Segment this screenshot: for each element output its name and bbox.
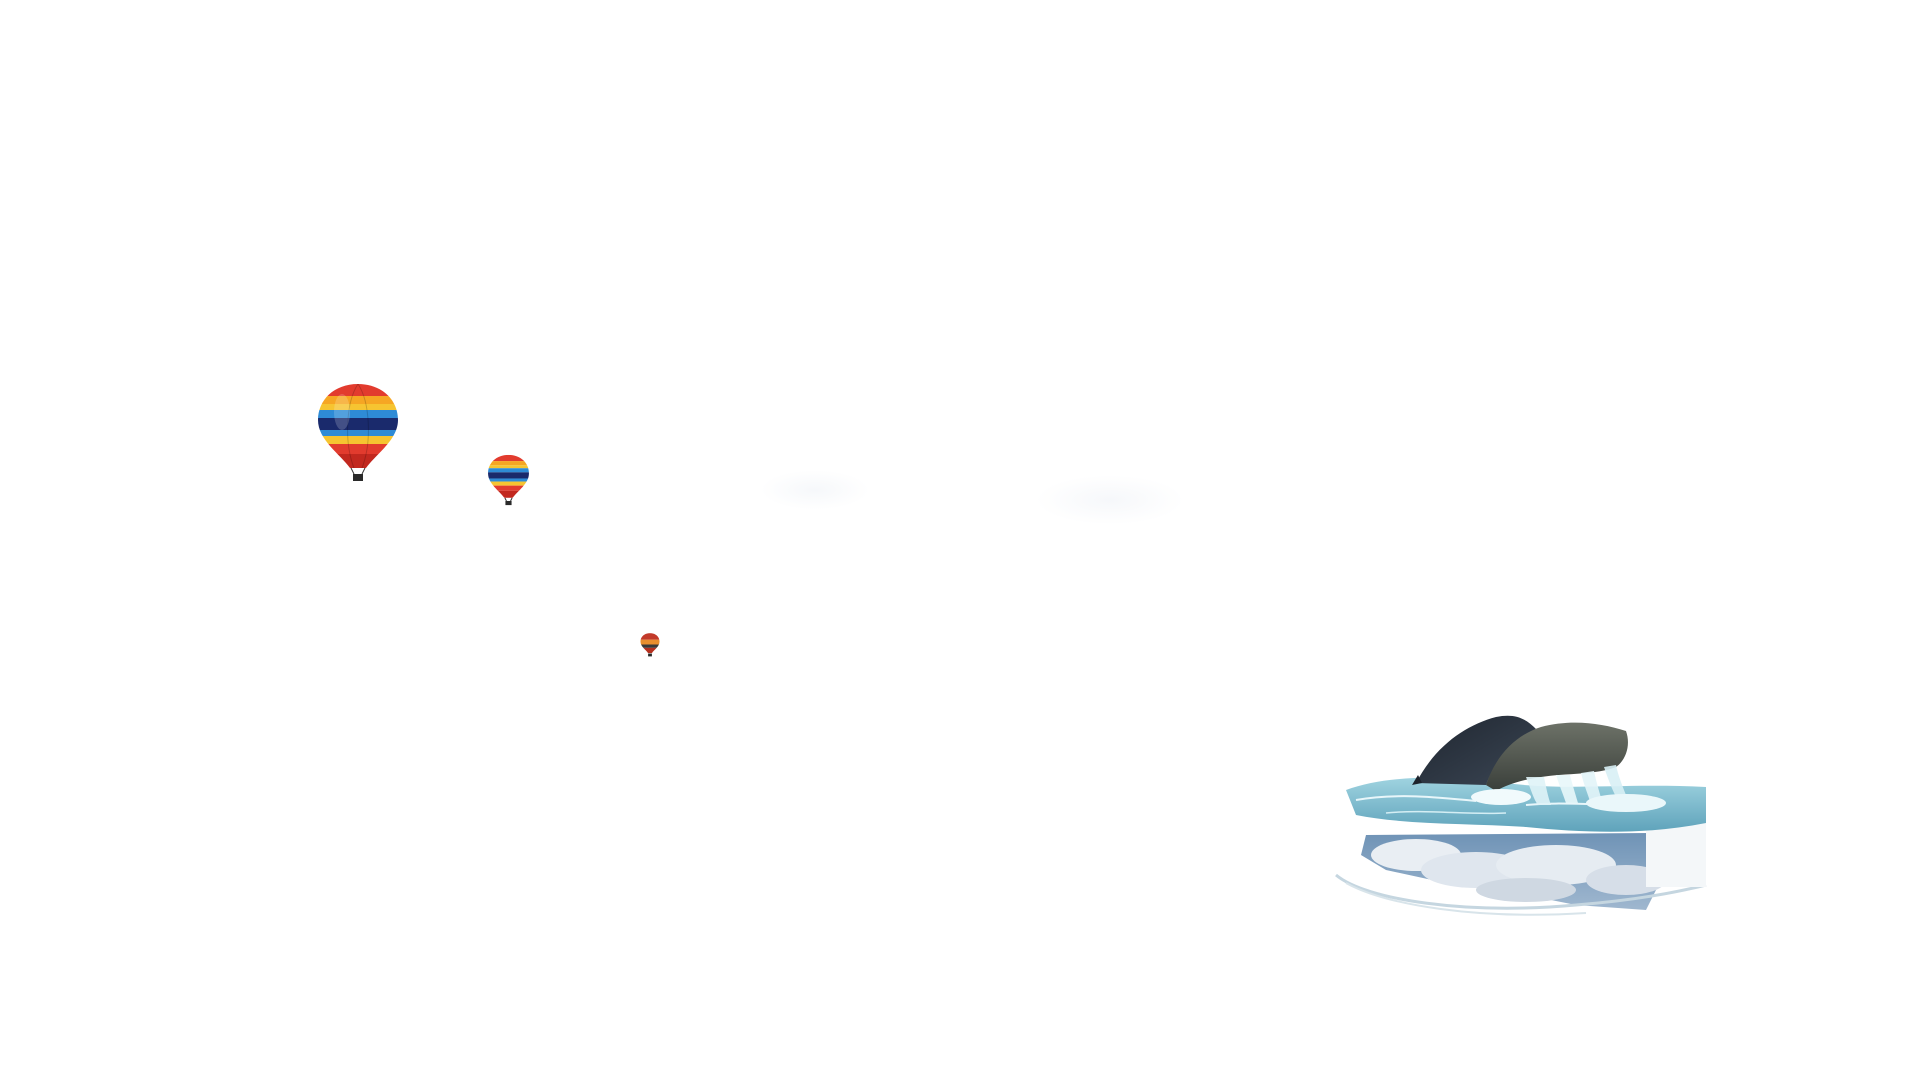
hot-air-balloon-medium-icon (488, 454, 529, 506)
faint-cloud-2 (1035, 475, 1185, 525)
hot-air-balloon-large-icon (318, 384, 398, 481)
faint-cloud-1 (760, 470, 870, 510)
whale-tail-splash-image (1335, 715, 1707, 916)
hot-air-balloon-small-icon (640, 633, 660, 657)
